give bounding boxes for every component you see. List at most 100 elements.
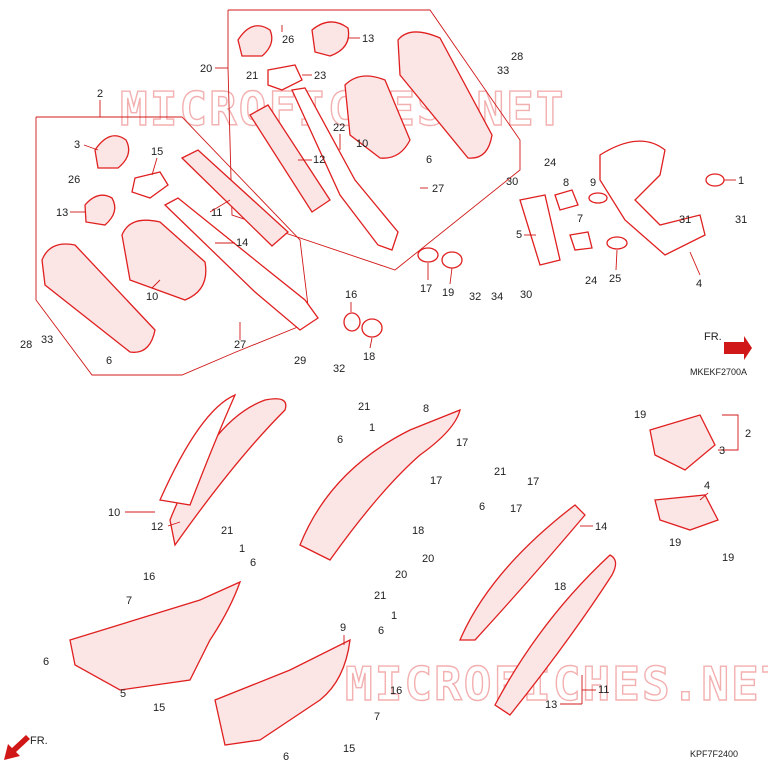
label-21-c: 21 (221, 525, 233, 537)
label-7: 7 (126, 595, 132, 607)
label-19-c: 19 (722, 552, 734, 564)
part-7-bracket (569, 231, 593, 251)
label-1: 1 (738, 175, 744, 187)
label-13-b: 13 (545, 699, 557, 711)
watermark-top: MICROFICHES.NET (120, 82, 565, 136)
part-1-gasket (705, 173, 725, 187)
part-14-pipe (163, 197, 319, 331)
part-11-heat-shield (180, 149, 289, 247)
label-14: 14 (236, 237, 248, 249)
label-30-top: 30 (506, 176, 518, 188)
label-6-top: 6 (426, 154, 432, 166)
label-7-b: 7 (374, 711, 380, 723)
label-29: 29 (294, 355, 306, 367)
label-25: 25 (609, 273, 621, 285)
label-20: 20 (200, 63, 212, 75)
label-19: 19 (442, 287, 454, 299)
part-14-cover (459, 504, 586, 641)
label-22: 22 (333, 122, 345, 134)
part-8-bracket (554, 189, 579, 211)
label-26: 26 (68, 174, 80, 186)
label-6-c: 6 (250, 557, 256, 569)
label-12: 12 (313, 154, 325, 166)
label-28: 28 (20, 339, 32, 351)
label-1-b: 1 (369, 422, 375, 434)
label-7: 7 (577, 213, 583, 225)
part-4-small-cover (654, 494, 719, 531)
label-6-g: 6 (283, 751, 289, 763)
label-18-c: 18 (554, 581, 566, 593)
label-17-d: 17 (527, 476, 539, 488)
label-21-e: 21 (374, 590, 386, 602)
part-5-side-cover (69, 580, 242, 691)
label-20-b: 20 (395, 569, 407, 581)
part-9-side-cover (214, 638, 351, 746)
fr-arrow-bottom-icon (4, 735, 30, 760)
label-11: 11 (211, 207, 222, 219)
label-16: 16 (345, 289, 357, 301)
label-14-b: 14 (595, 521, 607, 533)
label-6-f: 6 (43, 656, 49, 668)
label-17-b: 17 (456, 437, 468, 449)
label-6-b: 6 (337, 434, 343, 446)
label-17-c: 17 (430, 475, 442, 487)
label-31-l: 31 (679, 214, 691, 226)
label-21-b: 21 (358, 401, 370, 413)
part-19-gasket (441, 251, 463, 269)
fr-label-bottom: FR. (30, 735, 48, 747)
code-top: MKEKF2700A (690, 367, 747, 377)
part-3-end-cap (94, 135, 130, 169)
fr-arrow-top-icon (724, 336, 752, 360)
label-13-top: 13 (362, 33, 374, 45)
part-5-bracket (519, 194, 561, 266)
label-2: 2 (97, 88, 103, 100)
code-bottom: KPF7F2400 (690, 749, 738, 759)
label-23: 23 (314, 70, 326, 82)
label-15-b: 15 (153, 702, 165, 714)
label-3: 3 (74, 139, 80, 151)
label-24-b: 24 (585, 275, 597, 287)
label-15: 15 (151, 146, 163, 158)
label-10-b: 10 (108, 507, 120, 519)
label-24: 24 (544, 157, 556, 169)
label-19-b: 19 (669, 537, 681, 549)
label-4: 4 (696, 278, 702, 290)
label-32-b: 32 (333, 363, 345, 375)
label-3-b: 3 (719, 445, 725, 457)
part-13-cover-right (494, 554, 617, 716)
label-12-b: 12 (151, 521, 163, 533)
part-22-pipe (291, 87, 399, 251)
part-23-bracket (267, 64, 303, 91)
label-18: 18 (363, 351, 375, 363)
label-2-b: 2 (745, 428, 751, 440)
part-8-cover (299, 408, 461, 561)
label-19-a: 19 (634, 409, 646, 421)
part-9-shield-top (397, 31, 493, 159)
label-8-b: 8 (423, 403, 429, 415)
label-30: 30 (520, 289, 532, 301)
label-20-c: 20 (422, 553, 434, 565)
label-31-r: 31 (735, 214, 747, 226)
label-6-e: 6 (378, 625, 384, 637)
label-6-d: 6 (479, 501, 485, 513)
label-28-top: 28 (511, 51, 523, 63)
part-9-clamp (588, 192, 608, 204)
label-21-d: 21 (494, 466, 506, 478)
part-21-cap (237, 25, 273, 57)
part-18-gasket (361, 318, 383, 338)
watermark-bottom: MICROFICHES.NET (345, 657, 768, 711)
label-26-top: 26 (282, 34, 294, 46)
part-10-muffler (121, 219, 207, 301)
label-5: 5 (516, 229, 522, 241)
label-6: 6 (106, 355, 112, 367)
label-17: 17 (420, 283, 432, 295)
part-10-cover-left (159, 393, 237, 506)
label-27-top: 27 (432, 183, 444, 195)
label-4-b: 4 (704, 480, 710, 492)
label-27: 27 (234, 339, 246, 351)
group-2-outline (35, 116, 311, 376)
part-3-small-cover (649, 414, 716, 471)
label-9: 9 (590, 177, 596, 189)
part-12-heat-shield (249, 104, 331, 213)
label-9-b: 9 (340, 622, 346, 634)
